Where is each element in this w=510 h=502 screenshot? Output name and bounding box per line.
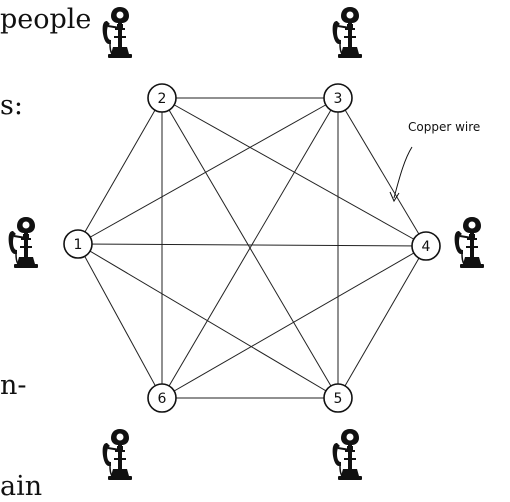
telephone-icon (9, 217, 38, 268)
node-1: 1 (64, 230, 92, 258)
node-2: 2 (148, 84, 176, 112)
annotation-arrow (394, 147, 412, 198)
edge-1-5 (78, 244, 338, 398)
edge-4-5 (338, 246, 426, 398)
nodes: 1 2 3 4 5 6 (64, 84, 440, 412)
edge-1-6 (78, 244, 162, 398)
copper-wire-annotation: Copper wire (390, 120, 480, 201)
edge-4-6 (162, 246, 426, 398)
telephone-icon (103, 7, 132, 58)
telephone-icon (333, 7, 362, 58)
telephone-icon (333, 429, 362, 480)
node-4: 4 (412, 232, 440, 260)
copper-wire-edges (78, 98, 426, 398)
edge-1-3 (78, 98, 338, 244)
node-label: 2 (158, 91, 167, 107)
copper-wire-label: Copper wire (408, 120, 480, 134)
node-label: 6 (158, 391, 167, 407)
telephone-icon (103, 429, 132, 480)
edge-2-4 (162, 98, 426, 246)
network-diagram: 1 2 3 4 5 6 Copper wire (0, 0, 510, 489)
node-label: 5 (334, 391, 343, 407)
node-6: 6 (148, 384, 176, 412)
node-label: 1 (74, 237, 83, 253)
node-label: 3 (334, 91, 343, 107)
node-5: 5 (324, 384, 352, 412)
node-3: 3 (324, 84, 352, 112)
edge-1-2 (78, 98, 162, 244)
node-label: 4 (422, 239, 431, 255)
telephone-icon (455, 217, 484, 268)
